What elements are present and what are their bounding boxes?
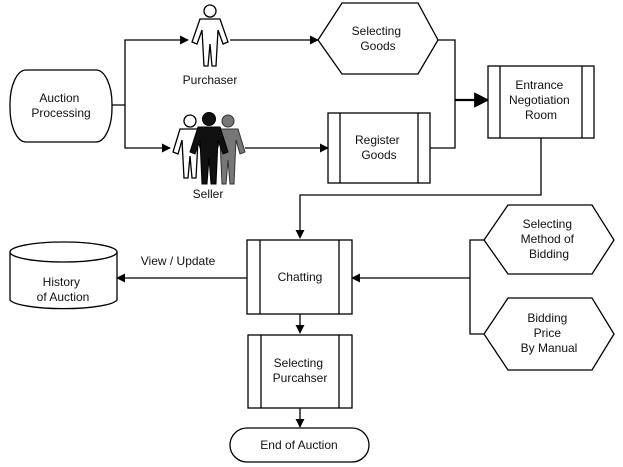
purchaser-person-icon [191, 4, 229, 67]
svg-text:History of Auction: History of Auction [37, 275, 90, 304]
svg-text:Entrance Negotiation: Entrance Negotiation Room [509, 78, 573, 122]
node-history-of-auction-line2: of Auction [37, 290, 90, 304]
seller-label: Seller [193, 187, 224, 201]
seller-group-icon [172, 112, 246, 185]
node-selecting-method-of-bidding-line3: Bidding [529, 247, 569, 261]
purchaser-label: Purchaser [183, 73, 238, 87]
node-auction-processing-line1: Auction [39, 91, 79, 105]
svg-text:Bidding Price By M: Bidding Price By Manual [521, 311, 578, 355]
node-selecting-purchaser: Selecting Purcahser [247, 334, 353, 409]
node-end-of-auction: End of Auction [229, 427, 370, 463]
node-chatting: Chatting [246, 239, 353, 315]
node-bidding-price-by-manual-line2: Price [534, 326, 562, 340]
svg-text:Selecting Method of: Selecting Method of Bidding [521, 217, 578, 261]
node-bidding-price-by-manual-line1: Bidding [527, 311, 567, 325]
node-end-of-auction-label: End of Auction [260, 438, 337, 452]
node-entrance-negotiation-room: Entrance Negotiation Room [487, 65, 595, 139]
node-entrance-negotiation-room-line1: Entrance [515, 78, 563, 92]
node-history-of-auction-line1: History [43, 275, 80, 289]
node-register-goods: Register Goods [327, 112, 431, 184]
svg-text:Register Goods: Register Goods [355, 133, 403, 162]
node-selecting-goods-line2: Goods [360, 39, 395, 53]
node-selecting-method-of-bidding-line1: Selecting [523, 217, 572, 231]
node-selecting-purchaser-line2: Purcahser [273, 371, 328, 385]
node-bidding-price-by-manual-line3: By Manual [521, 341, 578, 355]
node-selecting-purchaser-line1: Selecting [274, 356, 323, 370]
node-selecting-method-of-bidding-line2: Method of [521, 232, 575, 246]
node-bidding-price-by-manual: Bidding Price By Manual [483, 297, 615, 371]
node-register-goods-line2: Goods [361, 148, 396, 162]
seller-person-black [189, 112, 229, 185]
svg-text:Selecting Purcahser: Selecting Purcahser [273, 356, 328, 385]
node-history-of-auction-database-icon: History of Auction [9, 241, 118, 310]
node-selecting-method-of-bidding: Selecting Method of Bidding [483, 204, 615, 275]
svg-text:Auction Processing: Auction Processing [31, 91, 90, 120]
node-entrance-negotiation-room-line3: Room [525, 108, 557, 122]
connectors [112, 35, 542, 428]
node-auction-processing: Auction Processing [9, 69, 113, 143]
node-selecting-goods-line1: Selecting [352, 24, 401, 38]
edge-label-view-update: View / Update [141, 254, 216, 268]
svg-text:Selecting Goods: Selecting Goods [352, 24, 405, 53]
node-auction-processing-line2: Processing [31, 106, 90, 120]
node-selecting-goods: Selecting Goods [317, 2, 439, 75]
node-register-goods-line1: Register [355, 133, 400, 147]
node-entrance-negotiation-room-line2: Negotiation [509, 93, 570, 107]
node-chatting-label: Chatting [278, 270, 323, 284]
